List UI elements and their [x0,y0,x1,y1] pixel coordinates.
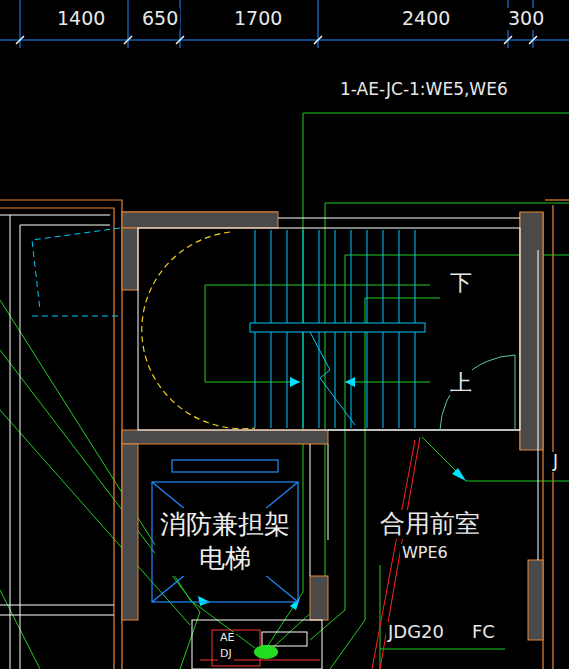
dimension-line [0,0,569,48]
panel-symbols [200,630,320,666]
annotation: JDG20 [386,622,446,643]
wall-outline [0,200,569,669]
wiring [0,113,569,669]
annotation: 上 [448,370,474,395]
dimension-text: 1700 [232,8,284,30]
room-name: 消防兼担架 电梯 [155,508,295,576]
annotation: DJ [218,648,234,661]
door-swing [440,355,515,430]
elevator-car [152,460,298,602]
wall [122,212,543,640]
elevator-box: 消防兼担架 电梯 [152,482,298,602]
dimension-tick [16,36,537,44]
annotation: 下 [448,270,474,295]
dimension-text: 650 [140,8,180,30]
swing-arc [142,232,255,429]
dashed-outline [32,228,120,316]
dimension-text: 1400 [55,8,107,30]
break-line [310,332,355,425]
annotation: 合用前室 [378,510,482,539]
arrowhead [198,377,466,615]
annotation: 1-AE-JC-1:WE5,WE6 [338,80,510,100]
annotation: AE [218,632,236,645]
annotation: WPE6 [400,544,450,562]
annotation: FC [470,622,497,643]
dimension-text: 300 [506,8,546,30]
room-outline [0,215,538,669]
dimension-text: 2400 [400,8,452,30]
annotation: J [551,452,560,472]
handrail [250,323,425,332]
